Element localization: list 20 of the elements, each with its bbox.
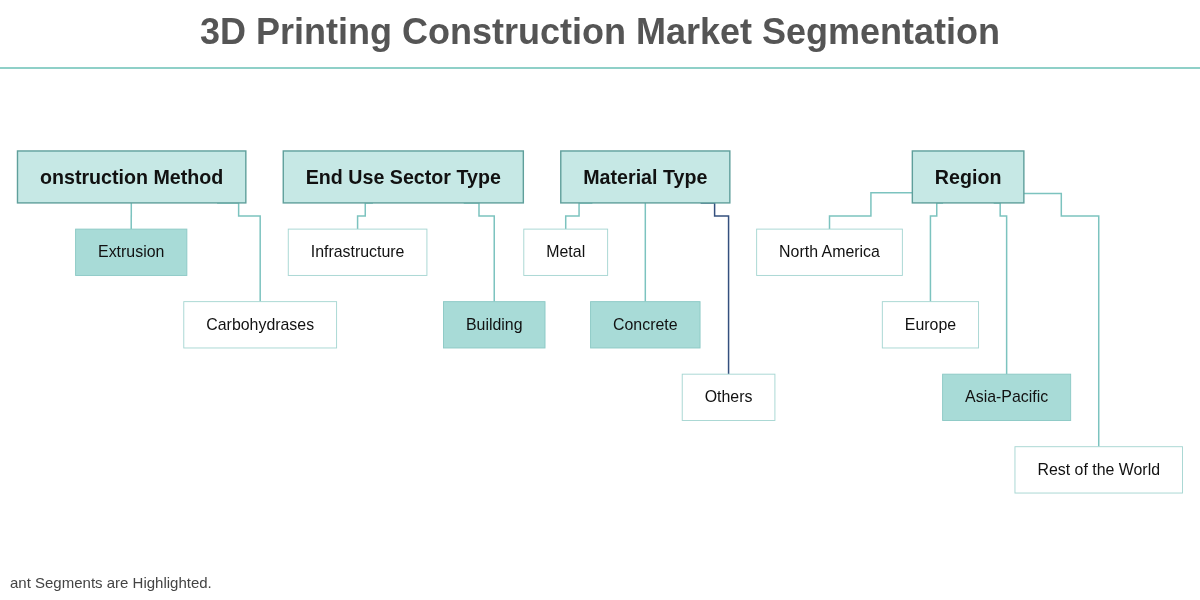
connector — [130, 202, 133, 230]
node-box: Material Type — [560, 150, 731, 204]
node-box: Infrastructure — [287, 228, 428, 276]
node-box: Region — [911, 150, 1025, 204]
node-box: End Use Sector Type — [282, 150, 525, 204]
node-box: Metal — [523, 228, 609, 276]
node-box: Building — [443, 301, 546, 349]
node-box: Rest of the World — [1014, 446, 1183, 494]
node-box: onstruction Method — [16, 150, 247, 204]
node-box: North America — [756, 228, 903, 276]
connector — [1023, 192, 1100, 448]
node-box: Carbohydrases — [183, 301, 338, 349]
node-box: Others — [681, 373, 776, 421]
node-box: Europe — [881, 301, 980, 349]
diagram-title: 3D Printing Construction Market Segmentation — [198, 10, 1002, 54]
footnote-text: ant Segments are Highlighted. — [10, 574, 212, 591]
node-box: Asia-Pacific — [942, 373, 1072, 421]
node-box: Extrusion — [75, 228, 188, 276]
connector — [644, 202, 647, 303]
node-box: Concrete — [590, 301, 701, 349]
